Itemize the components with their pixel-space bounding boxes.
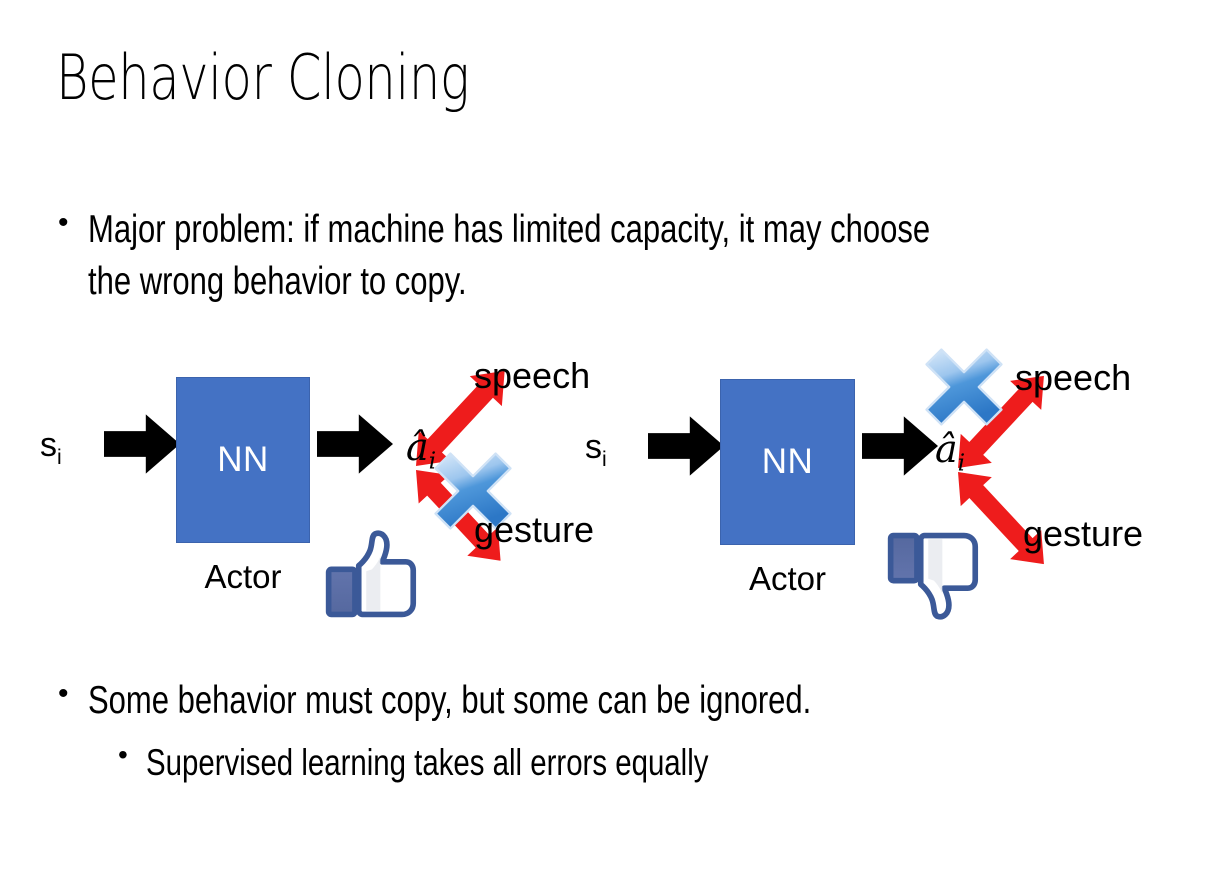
state-subscript: i — [602, 447, 607, 471]
state-label-right: si — [585, 430, 607, 470]
bullet-text: Major problem: if machine has limited ca… — [88, 208, 931, 303]
bullet-marker: • — [118, 739, 128, 770]
action-subscript: i — [957, 448, 966, 477]
bullet-text: Supervised learning takes all errors equ… — [146, 742, 709, 783]
nn-box-label: NN — [217, 440, 269, 479]
nn-box-left: NN — [176, 377, 310, 543]
state-symbol: s — [585, 428, 602, 466]
page-title: Behavior Cloning — [56, 41, 470, 114]
actor-caption-left: Actor — [204, 558, 282, 595]
actor-caption-right: Actor — [748, 560, 827, 597]
diagram-panel-left: si NN Actor âi speech gesture — [40, 355, 595, 595]
output-label-speech-left: speech — [474, 355, 591, 396]
output-label-gesture-left: gesture — [474, 509, 595, 550]
action-label-left: âi — [406, 428, 436, 473]
action-symbol: â — [406, 425, 429, 469]
action-symbol: â — [935, 427, 958, 471]
diagram-panel-right: si NN Actor âi speech gesture — [585, 0, 1210, 892]
action-subscript: i — [428, 446, 437, 475]
bullet-item-2: • Some behavior must copy, but some can … — [58, 675, 1178, 727]
state-subscript: i — [57, 445, 62, 469]
bullet-marker: • — [58, 206, 69, 239]
bullet-item-1: • Major problem: if machine has limited … — [58, 204, 1168, 308]
bullet-text: Some behavior must copy, but some can be… — [88, 679, 812, 722]
nn-box-right: NN — [720, 379, 855, 545]
state-symbol: s — [40, 426, 57, 464]
nn-box-label: NN — [761, 442, 814, 481]
output-label-gesture-right: gesture — [1023, 513, 1144, 554]
bullet-marker: • — [58, 677, 69, 710]
output-label-speech-right: speech — [1015, 357, 1132, 398]
bullet-item-3: • Supervised learning takes all errors e… — [118, 737, 1178, 789]
action-label-right: âi — [935, 430, 965, 475]
state-label-left: si — [40, 428, 62, 468]
